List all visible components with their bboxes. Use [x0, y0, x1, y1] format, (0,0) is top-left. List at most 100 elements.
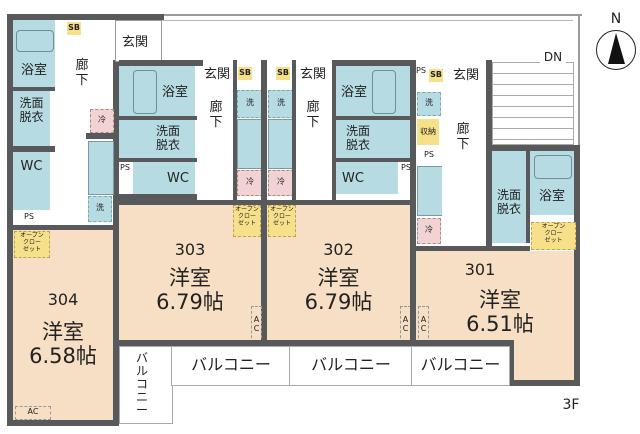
unit-301-washroom-label: 洗面 脱衣 [496, 188, 521, 216]
unit-301-storage: 収納 [417, 119, 439, 145]
unit-303-washroom [119, 120, 195, 158]
wall [267, 340, 415, 346]
unit-304-bath-label: 浴室 [20, 63, 47, 78]
wall [233, 60, 237, 200]
unit-303-corridor [197, 80, 233, 200]
bathtub-icon [133, 70, 157, 114]
compass-north-label: N [610, 11, 622, 27]
bathtub-icon [372, 70, 396, 114]
unit-303-room-type: 洋室 [169, 266, 211, 290]
wall [86, 133, 116, 139]
building-outline [160, 14, 582, 16]
unit-303-washer-space: 洗 [237, 90, 263, 118]
unit-302-number: 302 [323, 240, 354, 259]
unit-304-room-type: 洋室 [42, 320, 84, 344]
unit-304-toilet-label: WC [20, 159, 43, 174]
unit-302-corridor [296, 80, 332, 200]
unit-301-washroom [492, 151, 526, 243]
unit-301-western-room [416, 251, 574, 340]
wall [267, 200, 414, 205]
unit-304-western-room [13, 230, 113, 420]
wall [332, 60, 412, 66]
wall [416, 340, 514, 346]
unit-302-entrance-label: 玄関 [299, 67, 326, 82]
bathtub-icon [16, 30, 54, 52]
wall [261, 60, 267, 340]
unit-302-kitchen [268, 119, 294, 169]
unit-303-ps: PS [120, 163, 130, 193]
unit-301-corridor-label: 廊下 [456, 122, 470, 152]
unit-304-room-size: 6.58帖 [29, 344, 97, 368]
unit-303-fridge-space: 冷 [237, 170, 263, 196]
unit-304-fridge-space: 冷 [90, 109, 114, 133]
unit-304-number: 304 [47, 290, 79, 309]
unit-303-kitchen [237, 119, 263, 169]
unit-303-toilet [133, 162, 195, 194]
stairs-label: DN [540, 50, 566, 64]
unit-304-washroom [13, 91, 50, 146]
unit-301-sb: SB [429, 69, 443, 82]
wall [508, 340, 514, 386]
balcony-301: バルコニー [411, 346, 510, 386]
unit-302-washroom-label: 洗面 脱衣 [345, 124, 370, 152]
wall [113, 60, 119, 426]
bathtub-icon [534, 155, 572, 179]
unit-303-sb: SB [238, 67, 252, 80]
unit-301-ps: PS [418, 150, 440, 160]
wall [416, 246, 530, 251]
unit-304-washer-space: 洗 [88, 196, 112, 222]
north-arrow-icon [608, 33, 625, 64]
unit-303-toilet-label: WC [167, 171, 189, 186]
wall [13, 225, 113, 230]
wall [508, 380, 580, 386]
wall [119, 194, 199, 200]
compass [596, 30, 636, 70]
unit-304-ac: AC [15, 406, 51, 420]
unit-301-room-type: 洋室 [479, 288, 521, 312]
unit-303-bath-label: 浴室 [161, 85, 188, 100]
unit-302-bathroom [336, 66, 412, 116]
unit-302-toilet-label: WC [342, 171, 364, 186]
balcony-304-label: バルコニー [135, 351, 148, 417]
unit-304-entrance-label: 玄関 [121, 35, 148, 50]
wall [410, 60, 416, 346]
unit-304-ps: PS [18, 212, 40, 222]
building-outline [160, 20, 573, 21]
unit-303-bathroom [119, 66, 195, 116]
unit-304-sb: SB [67, 22, 81, 35]
unit-302-open-closet: オープン クロー ゼット [268, 205, 296, 237]
unit-304-entrance [115, 20, 162, 62]
wall [526, 151, 530, 243]
unit-303-washroom-label: 洗面 脱衣 [155, 124, 180, 152]
unit-302-toilet [336, 162, 398, 194]
wall [119, 116, 197, 120]
wall [119, 60, 203, 66]
wall [574, 145, 580, 385]
unit-301-number: 301 [464, 260, 496, 279]
unit-304-washroom-label: 洗面 脱衣 [19, 96, 44, 124]
unit-302-sb: SB [276, 67, 290, 80]
unit-303-entrance-label: 玄関 [203, 67, 230, 82]
unit-303-corridor-label: 廊下 [209, 100, 223, 130]
unit-302-fridge-space: 冷 [268, 170, 294, 196]
wall [332, 60, 336, 200]
wall [119, 200, 261, 205]
wall [292, 60, 296, 200]
unit-301-western-room-ext [514, 340, 574, 382]
unit-302-bath-label: 浴室 [340, 85, 367, 100]
wall [119, 340, 267, 346]
unit-304-bathroom [13, 20, 55, 87]
unit-302-washroom [336, 120, 412, 158]
unit-303-open-closet: オープン クロー ゼット [233, 205, 261, 237]
unit-301-entrance-label: 玄関 [452, 68, 479, 83]
wall [13, 87, 55, 91]
unit-301-open-closet: オープン クロー ゼット [531, 222, 576, 250]
unit-301-bath-label: 浴室 [538, 189, 565, 204]
wall [486, 145, 580, 151]
wall [336, 158, 412, 162]
unit-301-fridge-space: 冷 [417, 218, 441, 244]
unit-303-number: 303 [174, 240, 206, 259]
wall [486, 60, 492, 250]
unit-301-kitchen [417, 166, 443, 216]
wall [7, 420, 119, 426]
